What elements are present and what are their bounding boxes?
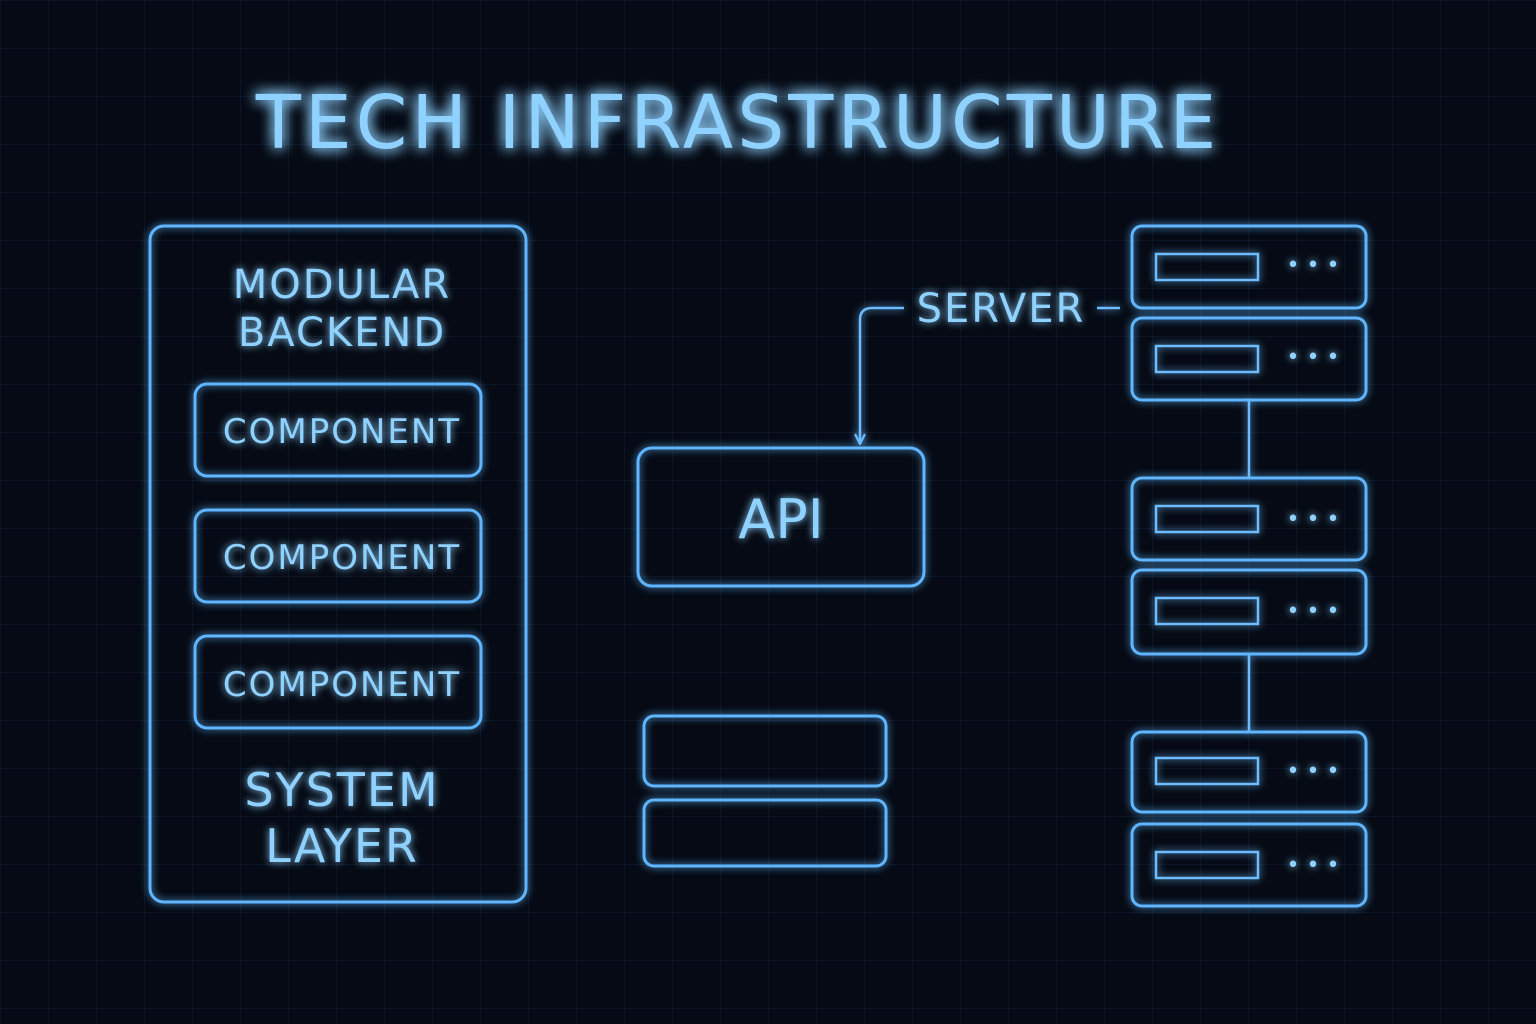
server-status-dots: • • • [1287, 345, 1340, 370]
server-unit: • • • [1130, 476, 1368, 562]
page-title: TECH INFRASTRUCTURE [255, 80, 1221, 166]
server-unit: • • • [1130, 730, 1368, 814]
server-rack-column: • • • • • • • • • • • • • • • • • • [1130, 224, 1368, 908]
backend-heading-line1: MODULAR [233, 262, 451, 308]
server-status-dots: • • • [1287, 759, 1340, 784]
component-box: COMPONENT [193, 382, 483, 478]
storage-stack [642, 714, 888, 868]
server-unit: • • • [1130, 224, 1368, 310]
component-box: COMPONENT [193, 634, 483, 730]
component-label: COMPONENT [223, 538, 461, 578]
system-layer-line1: SYSTEM [244, 763, 439, 817]
server-unit: • • • [1130, 568, 1368, 656]
server-status-dots: • • • [1287, 507, 1340, 532]
api-node: API [636, 446, 926, 588]
storage-block [642, 714, 888, 788]
component-box: COMPONENT [193, 508, 483, 604]
server-status-dots: • • • [1287, 853, 1340, 878]
modular-backend-panel: MODULAR BACKEND COMPONENT COMPONENT COMP… [148, 224, 528, 904]
backend-heading-line2: BACKEND [238, 310, 446, 356]
component-label: COMPONENT [223, 665, 461, 705]
api-label: API [738, 488, 823, 551]
component-label: COMPONENT [223, 412, 461, 452]
server-status-dots: • • • [1287, 253, 1340, 278]
server-unit: • • • [1130, 822, 1368, 908]
server-status-dots: • • • [1287, 599, 1340, 624]
server-label: SERVER [917, 286, 1086, 332]
server-callout: SERVER [860, 286, 1120, 444]
system-layer-line2: LAYER [265, 819, 419, 873]
storage-block [642, 798, 888, 868]
server-unit: • • • [1130, 316, 1368, 402]
server-to-api-arrow [860, 306, 904, 444]
